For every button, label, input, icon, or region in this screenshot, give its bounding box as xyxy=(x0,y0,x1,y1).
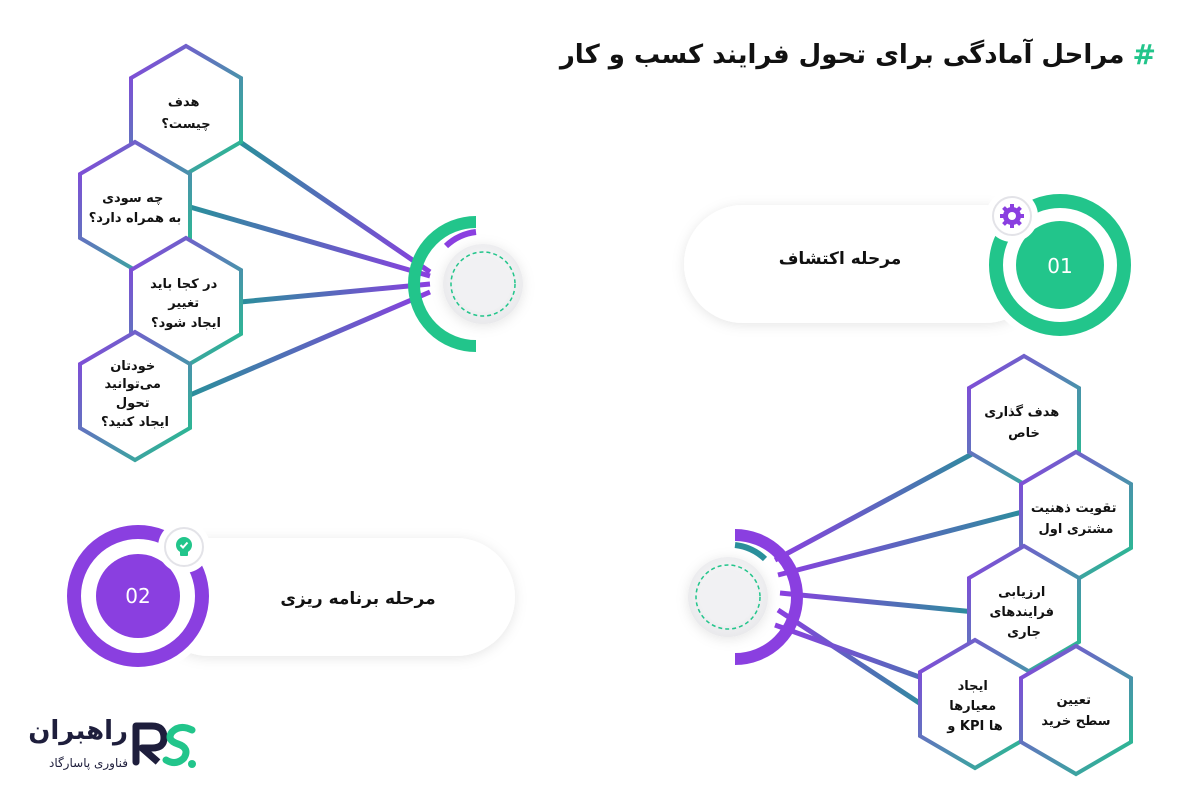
hex-current-processes: ارزیابی فرایندهای جاری xyxy=(967,543,1081,677)
connector-4 xyxy=(189,289,431,398)
hex-can-yourself: خودتان می‌توانید تحول ایجاد کنید؟ xyxy=(78,329,192,463)
hex-8-line-3: و KPI ها xyxy=(946,719,1003,734)
stage1-label: مرحله اکتشاف xyxy=(779,249,902,269)
hex-5-line-2: خاص xyxy=(1008,426,1040,441)
hex-3-line-3: ایجاد شود؟ xyxy=(151,316,221,331)
hex-purchase-level: تعیین سطح خرید xyxy=(1019,643,1133,777)
svg-text:تقویت ذهنیت مشتری اول: تقویت ذهنیت مشتری اول xyxy=(1031,501,1121,537)
stage2-hub xyxy=(688,529,803,665)
connector-8 xyxy=(776,607,932,713)
connector-6 xyxy=(777,507,1031,578)
connector-5 xyxy=(773,444,987,563)
hex-4-line-3: تحول xyxy=(116,396,150,411)
logo-name: راهبران xyxy=(28,716,128,746)
svg-text:تعیین سطح خرید: تعیین سطح خرید xyxy=(1041,693,1110,729)
gear-icon xyxy=(1000,204,1024,228)
connector-1 xyxy=(238,139,432,275)
hex-6-line-2: مشتری اول xyxy=(1039,522,1114,537)
hex-9-line-2: سطح خرید xyxy=(1041,714,1110,729)
logo-mark xyxy=(132,722,196,768)
hex-7-line-3: جاری xyxy=(1007,625,1041,640)
logo: راهبران فناوری پاسارگاد xyxy=(18,712,208,782)
stage1-number: 01 xyxy=(1047,254,1072,278)
lightbulb-check-icon xyxy=(176,537,192,556)
stage1-connectors xyxy=(189,139,690,398)
hex-8-line-1: ایجاد xyxy=(958,679,988,694)
stage2-hexagons: هدف گذاری خاص تقویت ذهنیت مشتری اول ارزی… xyxy=(918,353,1133,777)
svg-text:خودتان می‌توانید: خودتان می‌توانید تحول ایجاد کنید؟ xyxy=(101,359,169,430)
hex-4-line-2: می‌توانید xyxy=(105,377,161,392)
stage2-number: 02 xyxy=(125,584,150,608)
hex-what-benefit: چه سودی به همراه دارد؟ xyxy=(78,139,192,273)
page-title: # مراحل آمادگی برای تحول فرایند کسب و کا… xyxy=(560,38,1156,71)
hex-2-line-1: چه سودی xyxy=(102,191,163,206)
stage2-label: مرحله برنامه ریزی xyxy=(280,589,435,609)
hex-6-line-1: تقویت ذهنیت xyxy=(1031,501,1117,516)
hex-7-line-1: ارزیابی xyxy=(998,585,1045,600)
svg-text:هدف چیست؟: هدف چیست؟ xyxy=(161,95,210,132)
logo-subtitle: فناوری پاسارگاد xyxy=(48,756,128,770)
hex-8-line-2: معیارها xyxy=(949,699,996,714)
hash-icon: # xyxy=(1132,38,1156,71)
hex-9-line-1: تعیین xyxy=(1056,693,1091,708)
svg-text:چه سودی به همراه دارد؟: چه سودی به همراه دارد؟ xyxy=(89,191,182,226)
hex-1-line-1: هدف xyxy=(168,95,200,110)
hex-kpi: ایجاد معیارها و KPI ها xyxy=(918,637,1032,771)
hex-3-line-2: تغییر xyxy=(167,296,199,311)
svg-text:هدف گذاری خاص: هدف گذاری خاص xyxy=(984,404,1064,441)
svg-text:ایجاد معیارها: ایجاد معیارها و KPI ها xyxy=(946,679,1003,734)
connector-3 xyxy=(239,281,431,305)
hex-7-line-2: فرایندهای xyxy=(989,605,1054,620)
hex-5-line-1: هدف گذاری xyxy=(984,404,1059,420)
hex-3-line-1: در کجا باید xyxy=(150,277,217,292)
hex-2-line-2: به همراه دارد؟ xyxy=(89,211,182,226)
connector-7 xyxy=(779,590,976,615)
stage2-card: 02 مرحله برنامه ریزی xyxy=(60,518,515,674)
hex-4-line-4: ایجاد کنید؟ xyxy=(101,415,169,430)
hex-4-line-1: خودتان xyxy=(110,359,155,374)
stage1-hub xyxy=(408,216,523,352)
connector-2 xyxy=(189,204,431,279)
svg-text:ارزیابی فرایندهای: ارزیابی فرایندهای جاری xyxy=(989,585,1058,640)
stage1-hexagons: هدف چیست؟ چه سودی به همراه دارد؟ در کجا … xyxy=(78,43,243,463)
title-text: مراحل آمادگی برای تحول فرایند کسب و کار xyxy=(559,39,1125,70)
hex-1-line-2: چیست؟ xyxy=(161,117,210,132)
stage1-card: مرحله اکتشاف 01 xyxy=(684,187,1138,343)
svg-text:در کجا باید تغییر: در کجا باید تغییر ایجاد شود؟ xyxy=(150,277,222,331)
stage2-connectors xyxy=(515,444,1031,718)
